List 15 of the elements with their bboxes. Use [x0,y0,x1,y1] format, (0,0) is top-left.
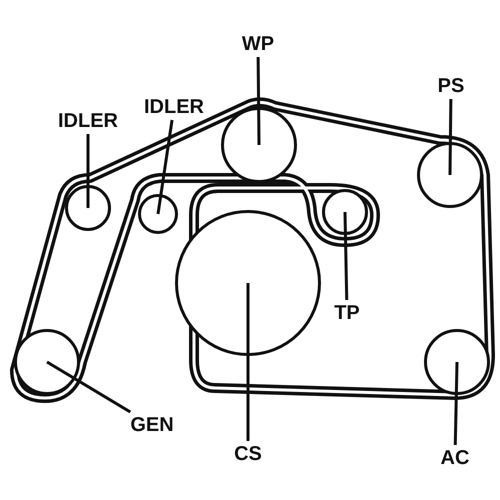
leader-line [256,56,260,146]
pulley-label: TP [327,300,367,326]
pulley-label: PS [431,73,471,99]
leader-line [246,283,250,441]
pulley-label: GEN [126,412,178,438]
pulley-label: CS [228,441,268,467]
leader-line [86,134,90,208]
pulley-label: IDLER [138,94,210,120]
leader-line [448,98,452,176]
pulley-label: WP [236,31,280,57]
leader-line [46,360,132,414]
pulley-label: IDLER [52,108,124,134]
pulley-label: AC [435,445,475,471]
leader-line [454,362,458,446]
leader-line [344,212,348,300]
